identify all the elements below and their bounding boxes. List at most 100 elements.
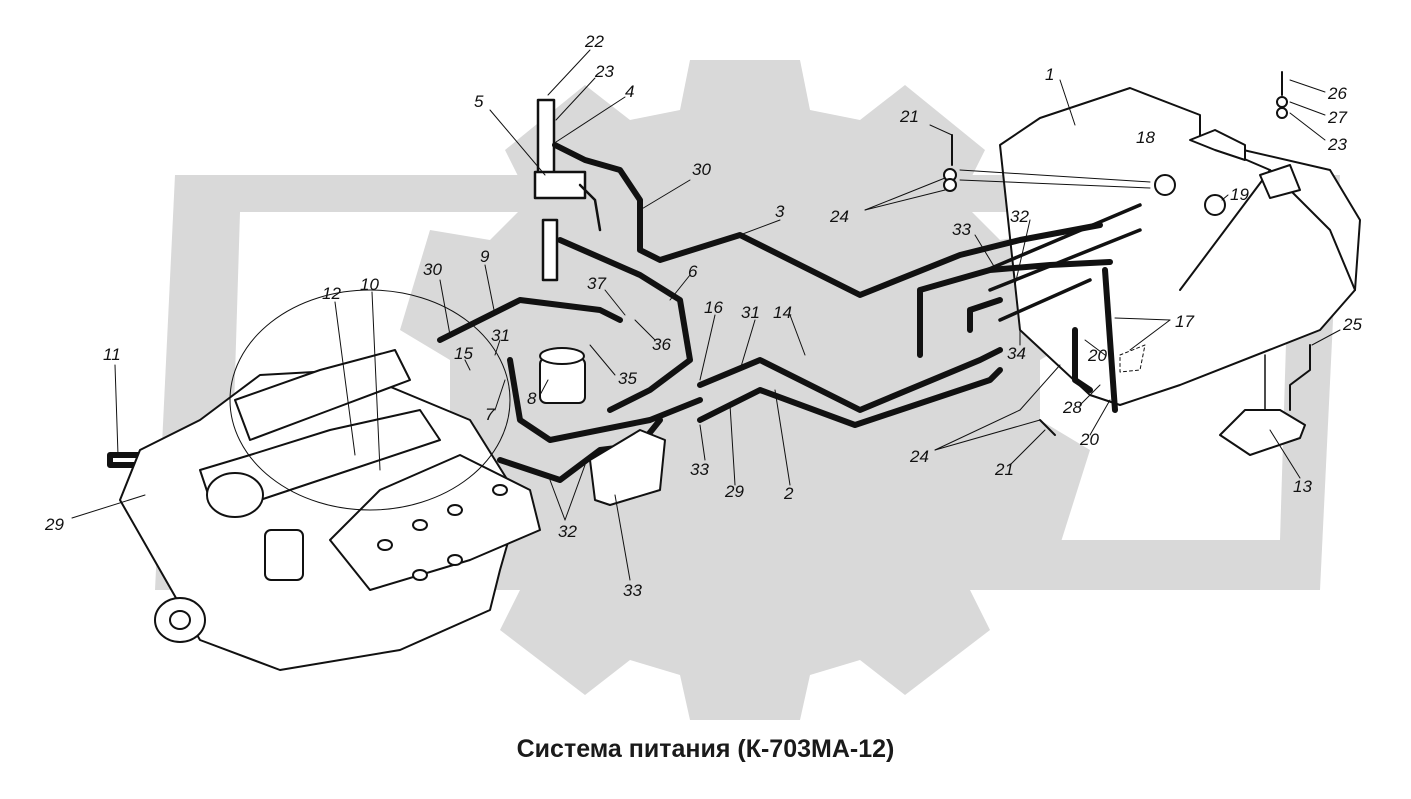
leader-31b [739, 319, 756, 371]
tank-support [1219, 409, 1306, 456]
leader-12 [334, 301, 356, 456]
leader-17-1 [1114, 317, 1171, 321]
leader-24a-2 [864, 189, 946, 211]
callout-35: 35 [618, 369, 637, 388]
leader-6 [669, 274, 691, 301]
callout-27: 27 [1327, 108, 1347, 127]
leader-2 [774, 389, 791, 486]
callout-23: 23 [594, 62, 614, 81]
support-bolt [1289, 344, 1311, 411]
leader-13 [1269, 429, 1301, 479]
leader-17-2 [1129, 319, 1171, 351]
engine-valve-cover-1 [377, 539, 393, 551]
callout-6: 6 [688, 262, 698, 281]
leader-23b [1289, 112, 1326, 141]
leader-37 [604, 289, 626, 316]
leader-30b [439, 279, 451, 336]
fuel-pump [539, 347, 586, 404]
leader-29a [729, 404, 736, 486]
callout-34: 34 [1007, 344, 1026, 363]
leader-29b [71, 494, 146, 519]
callout-29: 29 [44, 515, 64, 534]
leader-33c [614, 494, 631, 581]
callout-24: 24 [909, 447, 929, 466]
engine-valve-cover-4 [492, 484, 508, 496]
callout-20: 20 [1079, 430, 1099, 449]
leader-28 [1079, 384, 1101, 406]
callout-36: 36 [652, 335, 671, 354]
callout-13: 13 [1293, 477, 1312, 496]
callout-37: 37 [587, 274, 606, 293]
engine-pump [206, 472, 264, 518]
leader-9 [484, 264, 496, 316]
leader-16 [699, 314, 716, 381]
callout-26: 26 [1327, 84, 1347, 103]
fuel-line-tank-feed [1072, 327, 1093, 393]
watermark-gear [400, 60, 1090, 720]
callout-labels: 22 23 4 5 30 3 21 24 1 18 19 26 27 23 33… [44, 32, 1362, 600]
callout-7: 7 [485, 405, 495, 424]
fuel-line-11 [107, 452, 153, 468]
fitting-18 [1154, 174, 1176, 196]
fuel-tank-edge-2 [1179, 169, 1271, 291]
hose-32-upper [988, 228, 1142, 292]
leader-33a [974, 234, 996, 269]
tank-bracket-2 [1259, 164, 1301, 199]
callout-9: 9 [480, 247, 490, 266]
fuel-separator-33 [589, 429, 666, 506]
engine-pulley-inner [169, 610, 191, 630]
callout-33: 33 [690, 460, 709, 479]
fitting-19 [1204, 194, 1226, 216]
fuel-line-4 [552, 142, 1103, 298]
leader-arrow-24b [1019, 364, 1061, 411]
leader-24a-1 [864, 177, 946, 211]
engine-fan-circle [229, 289, 511, 511]
fuel-line-tank-return [1102, 267, 1118, 413]
callout-32: 32 [1010, 207, 1029, 226]
filter-base [541, 218, 559, 282]
leader-lines [71, 49, 1341, 581]
callout-1: 1 [1045, 65, 1054, 84]
callout-19: 19 [1230, 185, 1249, 204]
leader-32b-1 [549, 479, 566, 521]
engine-filter-canister [264, 529, 304, 581]
fuel-tank-body [999, 87, 1361, 406]
engine-valve-cover-6 [447, 554, 463, 566]
engine-valve-cover-2 [412, 519, 428, 531]
leader-10 [371, 291, 381, 471]
leader-32b-2 [564, 464, 586, 521]
washer-24-top-2 [943, 178, 957, 192]
callout-18: 18 [1136, 128, 1155, 147]
callout-29: 29 [724, 482, 744, 501]
leader-3 [739, 219, 781, 236]
callout-31: 31 [491, 326, 510, 345]
leader-5 [489, 109, 546, 176]
callout-23: 23 [1327, 135, 1347, 154]
callout-21: 21 [994, 460, 1014, 479]
callout-21: 21 [899, 107, 919, 126]
callout-24: 24 [829, 207, 849, 226]
callout-25: 25 [1342, 315, 1362, 334]
fuel-line-14 [697, 367, 1003, 428]
leader-24b-1 [934, 409, 1021, 451]
washer-27 [1276, 96, 1288, 108]
leader-23a [555, 77, 596, 121]
callout-15: 15 [454, 344, 473, 363]
callout-33: 33 [623, 581, 642, 600]
leader-33b [699, 424, 706, 461]
fuel-line-9 [437, 297, 623, 343]
filter-bracket [533, 170, 587, 200]
callout-10: 10 [360, 275, 379, 294]
leader-25 [1311, 329, 1341, 346]
callout-8: 8 [527, 389, 537, 408]
leader-27 [1289, 101, 1326, 116]
hose-34 [998, 278, 1092, 322]
fuel-line-6 [557, 237, 693, 413]
engine-block [119, 289, 541, 671]
fuel-line-loop [507, 357, 703, 443]
leader-14 [789, 314, 806, 356]
leader-7 [494, 379, 506, 411]
leader-15 [464, 359, 471, 371]
tank-hoses [973, 203, 1142, 322]
